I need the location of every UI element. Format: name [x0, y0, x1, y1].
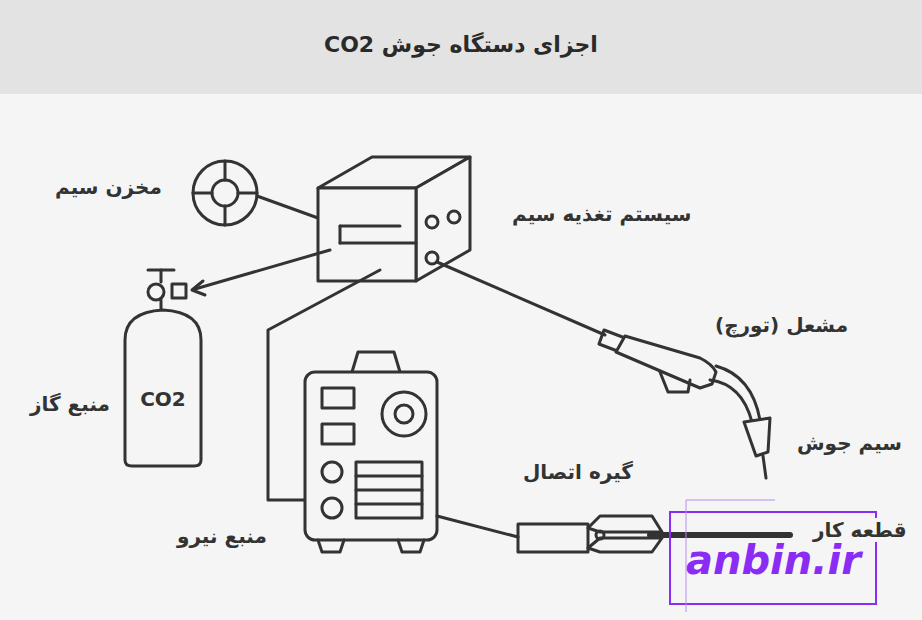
power-source: [305, 352, 437, 552]
part-label: مخزن سیم: [55, 175, 162, 199]
part-label: مشعل (تورچ): [715, 313, 848, 337]
wire-feeder: [318, 157, 470, 281]
part-label: گیره اتصال: [523, 460, 633, 484]
wire-spool: [193, 161, 257, 225]
part-label: سیستم تغذیه سیم: [512, 202, 691, 226]
watermark-frame: [670, 500, 876, 612]
cylinder-outline: [122, 300, 204, 468]
cylinder-label: CO2: [140, 387, 186, 411]
part-label: منبع نیرو: [177, 524, 267, 548]
torch: [599, 330, 770, 478]
watermark: anbin.ir: [686, 536, 861, 584]
gas-cylinder: CO2: [122, 300, 204, 468]
gas-valve: [148, 270, 186, 310]
ground-clamp: [518, 516, 662, 552]
part-label: منبع گاز: [30, 392, 110, 416]
part-label: سیم جوش: [797, 431, 902, 455]
diagram-title: اجزای دستگاه جوش CO2: [324, 32, 598, 58]
